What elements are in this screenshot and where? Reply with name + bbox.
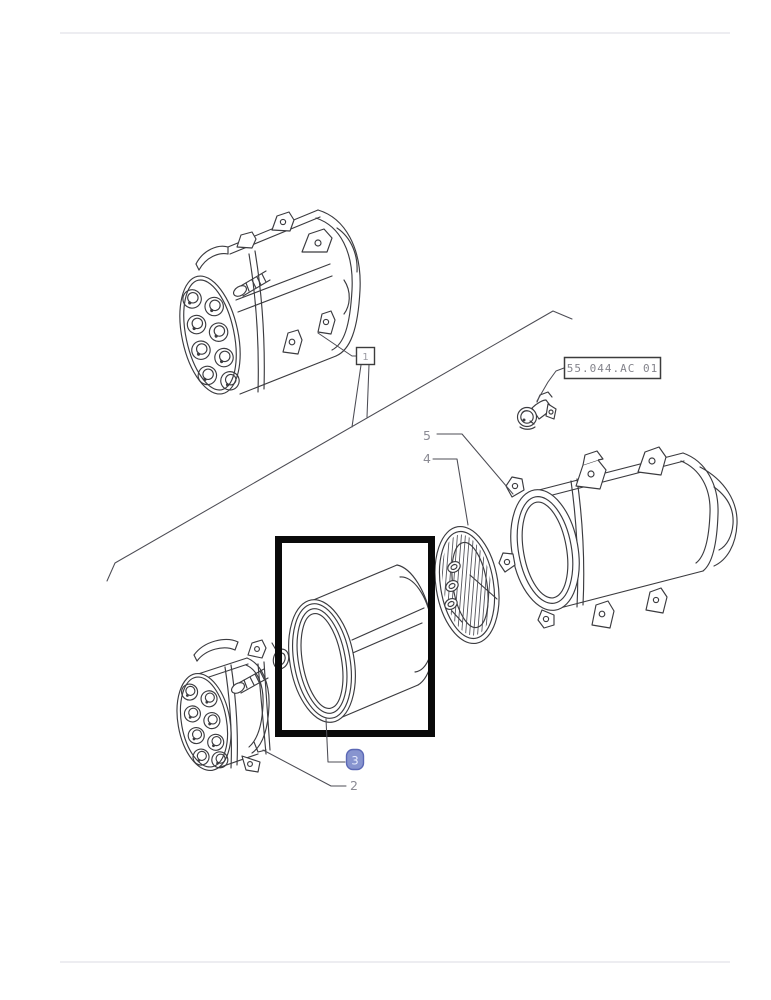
- callout-1-label: 1: [362, 352, 368, 363]
- section-ref-label: 55.044.AC 01: [567, 362, 658, 375]
- callout-1[interactable]: 1: [355, 346, 376, 366]
- callout-3-label: 3: [351, 754, 358, 768]
- vacuum-sensor-part[interactable]: [516, 391, 557, 430]
- section-ref[interactable]: 55.044.AC 01: [563, 356, 662, 380]
- section-ref-box[interactable]: [563, 356, 662, 380]
- callout-3-highlight[interactable]: [345, 748, 365, 771]
- air-cleaner-assembly-bottom[interactable]: [170, 638, 271, 775]
- callout-3-selected[interactable]: 3: [345, 748, 365, 771]
- air-cleaner-assembly-top[interactable]: [170, 209, 361, 400]
- callout-1-box[interactable]: [355, 346, 376, 366]
- callout-2-label[interactable]: 2: [350, 778, 358, 793]
- selected-part-frame: [275, 536, 435, 737]
- air-cleaner-housing-right[interactable]: [498, 446, 738, 629]
- callout-4-label[interactable]: 4: [423, 451, 431, 466]
- primary-filter-element[interactable]: [271, 564, 435, 728]
- leader-lines: [106, 310, 573, 787]
- safety-filter-element[interactable]: [427, 522, 507, 648]
- callout-5-label[interactable]: 5: [423, 428, 431, 443]
